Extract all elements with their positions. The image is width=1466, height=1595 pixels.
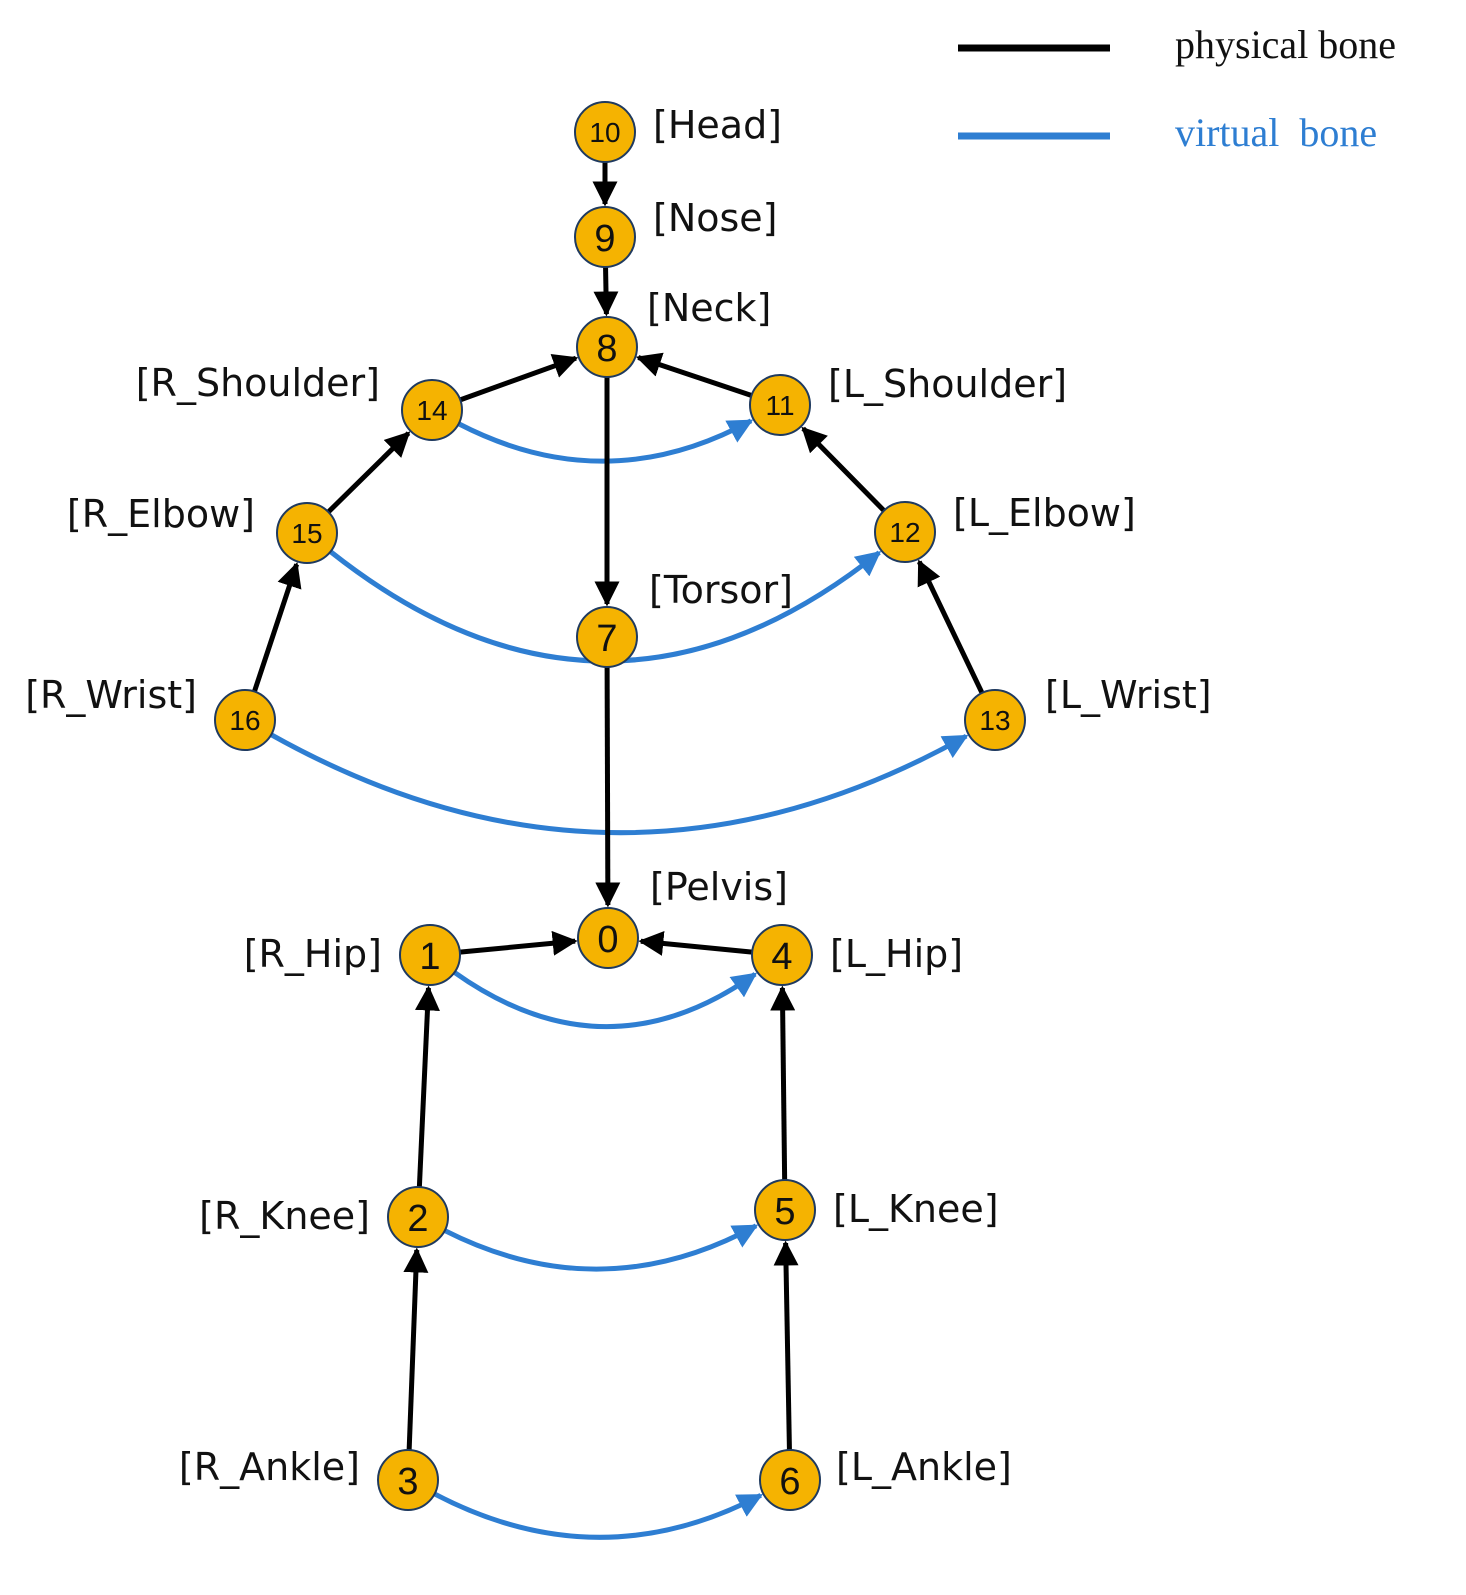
physical-bone-6-5 xyxy=(773,1240,799,1451)
joint-2: 2 xyxy=(387,1186,449,1248)
joint-number: 6 xyxy=(779,1461,800,1503)
joint-labels: [Pelvis] [R_Hip] [R_Knee] [R_Ankle] [L_Hip] [… xyxy=(25,103,1211,1489)
joint-11: 11 xyxy=(749,374,811,436)
joint-circle xyxy=(576,316,638,378)
joint-10: 10 xyxy=(574,101,636,163)
joint-circle xyxy=(751,924,813,986)
joint-label-12: [L_Elbow] xyxy=(953,491,1136,535)
physical-bone-11-8 xyxy=(635,352,753,398)
joint-number: 11 xyxy=(765,390,794,421)
joint-label-7: [Torsor] xyxy=(649,568,793,612)
joint-circle xyxy=(399,924,461,986)
virtual-bone-3-6 xyxy=(433,1491,763,1540)
joint-13: 13 xyxy=(964,689,1026,751)
joint-0: 0 xyxy=(577,907,639,969)
joint-circle xyxy=(577,907,639,969)
joint-label-6: [L_Ankle] xyxy=(836,1445,1012,1489)
joint-number: 7 xyxy=(596,618,617,660)
virtual-bone-2-5 xyxy=(443,1223,759,1272)
joint-circle xyxy=(754,1179,816,1241)
joint-label-5: [L_Knee] xyxy=(833,1187,999,1231)
physical-bone-4-0 xyxy=(638,930,753,956)
physical-bones xyxy=(252,162,985,1451)
joint-1: 1 xyxy=(399,924,461,986)
joint-label-13: [L_Wrist] xyxy=(1045,673,1212,717)
joint-label-10: [Head] xyxy=(653,103,782,147)
physical-bone-15-14 xyxy=(326,431,411,514)
joint-16: 16 xyxy=(214,689,276,751)
joint-8: 8 xyxy=(576,316,638,378)
joint-number: 9 xyxy=(594,218,615,260)
joint-label-3: [R_Ankle] xyxy=(179,1445,360,1489)
joint-label-8: [Neck] xyxy=(647,286,771,330)
joint-circle xyxy=(576,606,638,668)
physical-bone-5-4 xyxy=(770,985,796,1181)
joint-number: 0 xyxy=(597,919,618,961)
joint-circle xyxy=(387,1186,449,1248)
joint-number: 4 xyxy=(771,936,792,978)
joint-circle xyxy=(574,206,636,268)
joint-circle xyxy=(749,374,811,436)
joint-number: 1 xyxy=(419,936,440,978)
joint-4: 4 xyxy=(751,924,813,986)
joint-circle xyxy=(759,1449,821,1511)
physical-bone-7-0 xyxy=(595,666,621,908)
joint-5: 5 xyxy=(754,1179,816,1241)
virtual-bone-1-4 xyxy=(453,970,758,1030)
joint-label-4: [L_Hip] xyxy=(830,932,963,976)
joint-label-11: [L_Shoulder] xyxy=(828,362,1067,406)
joint-circle xyxy=(874,501,936,563)
joint-number: 12 xyxy=(889,517,920,548)
physical-bone-16-15 xyxy=(252,561,302,693)
joint-label-0: [Pelvis] xyxy=(650,865,788,909)
joint-9: 9 xyxy=(574,206,636,268)
joint-14: 14 xyxy=(401,379,463,441)
physical-bone-3-2 xyxy=(403,1247,429,1451)
joint-circle xyxy=(964,689,1026,751)
joint-12: 12 xyxy=(874,501,936,563)
legend-physical-label: physical bone xyxy=(1175,22,1396,67)
joint-number: 13 xyxy=(979,705,1010,736)
joint-number: 10 xyxy=(589,117,620,148)
joint-number: 14 xyxy=(416,395,447,426)
joint-circle xyxy=(214,689,276,751)
virtual-bones xyxy=(269,418,969,1540)
joint-label-1: [R_Hip] xyxy=(244,932,382,976)
joint-label-2: [R_Knee] xyxy=(199,1194,370,1238)
joint-number: 2 xyxy=(407,1198,428,1240)
joint-number: 15 xyxy=(291,518,322,549)
joint-circle xyxy=(574,101,636,163)
joint-label-16: [R_Wrist] xyxy=(25,673,197,717)
joint-label-15: [R_Elbow] xyxy=(67,492,255,536)
physical-bone-14-8 xyxy=(459,354,579,403)
physical-bone-2-1 xyxy=(414,985,440,1188)
joint-circle xyxy=(401,379,463,441)
joint-15: 15 xyxy=(276,502,338,564)
joint-number: 8 xyxy=(596,328,617,370)
physical-bone-12-11 xyxy=(801,426,886,513)
joint-6: 6 xyxy=(759,1449,821,1511)
joint-7: 7 xyxy=(576,606,638,668)
joint-circle xyxy=(276,502,338,564)
joint-label-9: [Nose] xyxy=(653,196,778,240)
legend: physical bone virtual bone xyxy=(958,22,1396,155)
joint-number: 5 xyxy=(774,1191,795,1233)
joint-label-14: [R_Shoulder] xyxy=(136,361,380,405)
physical-bone-1-0 xyxy=(459,930,578,956)
joint-circle xyxy=(377,1449,439,1511)
joint-3: 3 xyxy=(377,1449,439,1511)
physical-bone-9-8 xyxy=(593,266,619,317)
legend-virtual-label: virtual bone xyxy=(1175,110,1377,155)
physical-bone-13-12 xyxy=(916,559,985,695)
joint-number: 3 xyxy=(397,1461,418,1503)
joint-number: 16 xyxy=(229,705,260,736)
virtual-bone-16-13 xyxy=(269,732,969,836)
